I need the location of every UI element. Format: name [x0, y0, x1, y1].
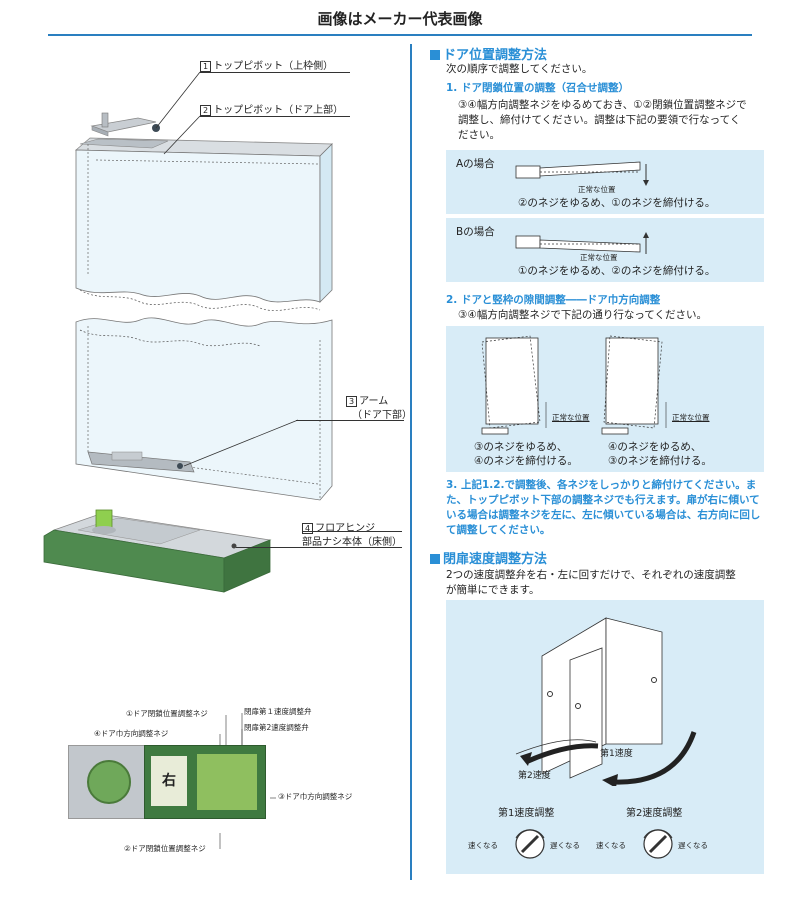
case-a-label: Aの場合	[456, 158, 495, 170]
page-title: 画像はメーカー代表画像	[317, 10, 483, 28]
callout-label: アーム	[359, 396, 389, 407]
case-a-panel: Aの場合 正常な位置 ②のネジをゆるめ、①のネジを締付ける。	[446, 150, 764, 214]
callout-number: 3	[346, 396, 358, 407]
hinge-topview-figure: ①ドア閉鎖位置調整ネジ 閉扉第１速度調整弁 ④ドア巾方向調整ネジ 閉扉第2速度調…	[60, 705, 366, 895]
callout-label-sub: （ドア下部）	[352, 410, 412, 421]
header-divider	[48, 34, 752, 36]
door-upper-panel	[75, 149, 321, 303]
speed2-valve-icon	[643, 829, 673, 859]
callout-label: トップピボット（上枠側）	[213, 61, 334, 72]
leader-line	[155, 71, 201, 129]
door-tilt-right-diagram	[601, 335, 667, 435]
callout-number: 1	[200, 61, 212, 72]
spindle	[87, 760, 131, 804]
case-a-note: 正常な位置	[578, 185, 616, 194]
valve-block	[197, 754, 257, 810]
speed1-valve-icon	[515, 829, 545, 859]
case-b-caption: ①のネジをゆるめ、②のネジを締付ける。	[518, 265, 716, 277]
callout-number: 4	[302, 523, 314, 534]
case-a-caption: ②のネジをゆるめ、①のネジを締付ける。	[518, 197, 716, 209]
leader-line	[163, 115, 201, 155]
leader-line	[183, 419, 299, 467]
hinge-body-green: 右	[144, 745, 266, 819]
speed1-adjust-title: 第1速度調整	[498, 808, 555, 819]
left-tilt-caption-2: ④のネジを締付ける。	[474, 455, 578, 467]
label-adjust-screw-1: ①ドア閉鎖位置調整ネジ	[126, 709, 208, 718]
label-adjust-screw-2: ②ドア閉鎖位置調整ネジ	[124, 844, 206, 853]
right-tilt-note: 正常な位置	[672, 413, 710, 422]
left-tilt-caption-1: ③のネジをゆるめ、	[474, 441, 568, 453]
label-width-screw-3: ③ドア巾方向調整ネジ	[278, 792, 353, 801]
callout-label-sub: 部品ナシ本体（床側）	[302, 537, 402, 548]
speed2-fast-label: 速くなる	[596, 841, 626, 850]
callout-label: トップピボット（ドア上部）	[213, 105, 344, 116]
section-heading-door-position: ドア位置調整方法	[430, 44, 547, 63]
callout-label: フロアヒンジ	[315, 523, 376, 534]
heading-square-icon	[430, 50, 440, 60]
closing-door-diagram	[515, 617, 697, 786]
speed1-fast-label: 速くなる	[468, 841, 498, 850]
right-tilt-caption-1: ④のネジをゆるめ、	[608, 441, 702, 453]
label-speed-valve-1: 閉扉第１速度調整弁	[244, 707, 312, 716]
heading-text: ドア位置調整方法	[443, 48, 548, 63]
callout-underline	[200, 116, 350, 117]
plate-label: 右	[151, 756, 187, 806]
step1-body: ③④幅方向調整ネジをゆるめておき、①②閉鎖位置調整ネジで調整し、締付けてください…	[458, 99, 747, 141]
callout-underline	[200, 72, 350, 73]
label-speed-valve-2: 閉扉第2速度調整弁	[244, 723, 309, 732]
speed2-adjust-title: 第2速度調整	[626, 808, 683, 819]
heading-square-icon	[430, 554, 440, 564]
width-adjust-panel: 正常な位置 ③のネジをゆるめ、 ④のネジを締付ける。 正常な位置 ④のネジをゆる…	[446, 326, 764, 472]
floor-hinge-body	[43, 509, 272, 593]
step2-body: ③④幅方向調整ネジで下記の通り行なってください。	[458, 309, 707, 321]
door-tilt-left-diagram	[481, 335, 547, 435]
intro-text: 次の順序で調整してください。	[446, 63, 593, 75]
right-tilt-caption-2: ③のネジを締付ける。	[608, 455, 712, 467]
heading-text: 閉扉速度調整方法	[443, 552, 548, 567]
speed1-label: 第1速度	[600, 749, 633, 759]
step1-title: 1. ドア閉鎖位置の調整（召合せ調整）	[446, 82, 629, 94]
speed2-slow-label: 遅くなる	[678, 841, 708, 850]
hinge-plate-steel	[68, 745, 146, 819]
case-a-diagram	[515, 161, 649, 186]
step3-body: 3. 上記1.2.で調整後、各ネジをしっかりと締付けてください。また、トップピボ…	[446, 479, 761, 536]
case-b-label: Bの場合	[456, 226, 495, 238]
column-divider	[410, 44, 412, 880]
speed-intro-text: 2つの速度調整弁を右・左に回すだけで、それぞれの速度調整が簡単にできます。	[446, 569, 736, 596]
step2-title: 2. ドアと竪枠の隙間調整――ドア巾方向調整	[446, 294, 661, 306]
speed2-label: 第2速度	[518, 771, 551, 781]
left-tilt-note: 正常な位置	[552, 413, 590, 422]
case-b-note: 正常な位置	[580, 253, 618, 262]
callout-underline	[302, 531, 402, 532]
section-heading-closing-speed: 閉扉速度調整方法	[430, 548, 547, 567]
door-assembly-diagram	[74, 112, 333, 501]
callout-underline	[296, 420, 404, 421]
case-b-panel: Bの場合 正常な位置 ①のネジをゆるめ、②のネジを締付ける。	[446, 218, 764, 282]
label-width-screw-4: ④ドア巾方向調整ネジ	[94, 729, 169, 738]
top-pivot-frame-part	[90, 112, 160, 137]
speed1-slow-label: 遅くなる	[550, 841, 580, 850]
callout-number: 2	[200, 105, 212, 116]
callout-underline	[236, 547, 402, 548]
speed-adjust-panel: 第1速度 第2速度 第1速度調整 速くなる 遅くなる 第2速度調整 速くなる 遅…	[446, 600, 764, 874]
case-b-diagram	[515, 232, 649, 254]
